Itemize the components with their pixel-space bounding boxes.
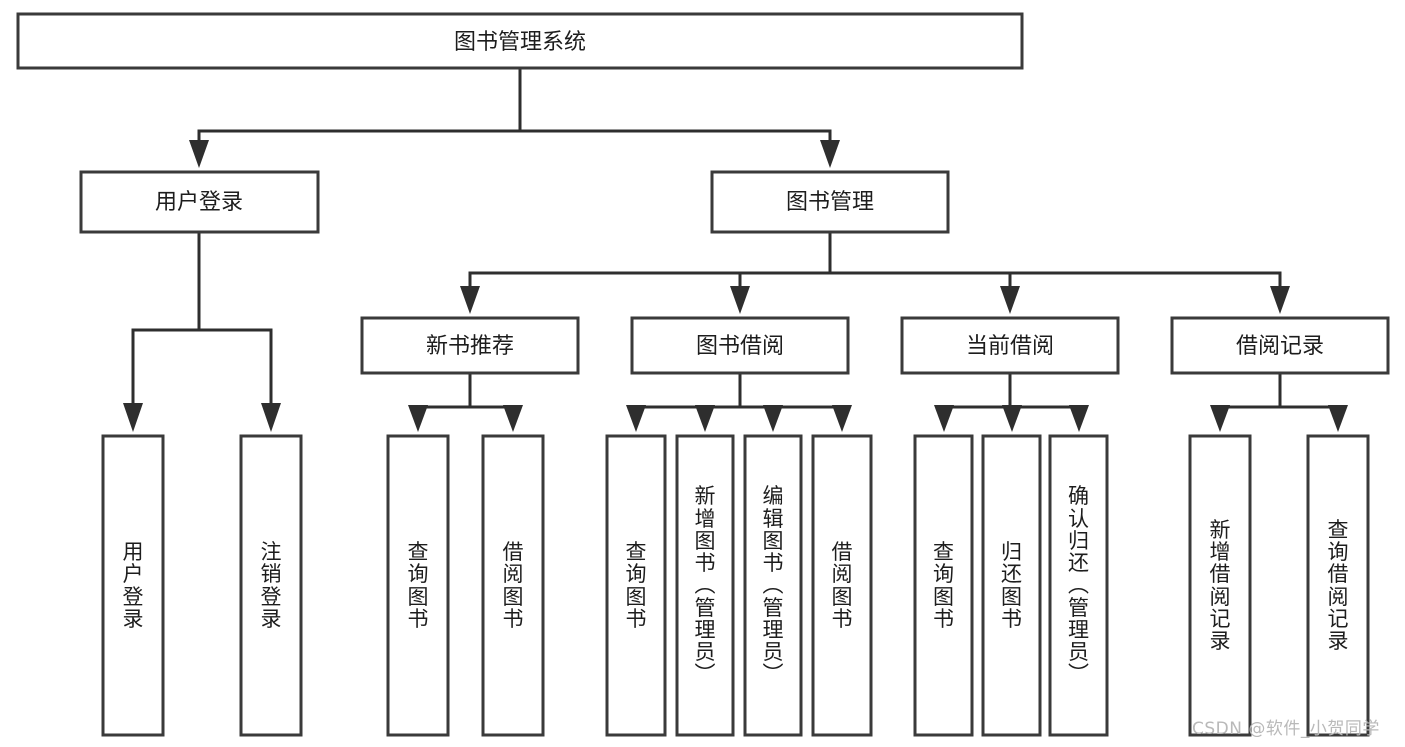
arrow-head-leaf-return-book xyxy=(1002,405,1022,432)
node-new-book-recommend-box[interactable] xyxy=(360,316,580,375)
arrow-head-book-management xyxy=(820,140,840,168)
node-user-login-box[interactable] xyxy=(79,170,320,234)
arrow-head-user-login xyxy=(189,140,209,168)
arrow-head-leaf-query-book-borrow xyxy=(626,405,646,432)
node-borrow-records[interactable]: 借阅记录 xyxy=(1170,316,1390,375)
node-leaf-query-borrow-record-box[interactable] xyxy=(1306,434,1370,737)
node-root[interactable]: 图书管理系统 xyxy=(16,12,1024,70)
arrow-head-leaf-confirm-return-admin xyxy=(1069,405,1089,432)
node-leaf-return-book-box[interactable] xyxy=(981,434,1042,737)
arrow-head-leaf-user-login xyxy=(123,403,143,432)
connector-layer xyxy=(123,66,1348,432)
node-borrow-records-label: 借阅记录 xyxy=(1236,334,1324,359)
node-layer: 图书管理系统 用户登录 图书管理 新书推荐 图书借阅 当前 xyxy=(16,12,1390,737)
node-leaf-borrow-book-rec-box[interactable] xyxy=(481,434,545,737)
node-user-login-label: 用户登录 xyxy=(155,190,243,215)
arrow-head-leaf-add-borrow-record xyxy=(1210,405,1230,432)
node-leaf-logout-box[interactable] xyxy=(239,434,303,737)
arrow-head-leaf-borrow-book xyxy=(832,405,852,432)
node-root-box[interactable] xyxy=(16,12,1024,70)
arrow-head-new-book-recommend xyxy=(460,286,480,314)
node-leaf-add-book-admin-box[interactable] xyxy=(675,434,735,737)
node-new-book-recommend-label: 新书推荐 xyxy=(426,334,514,359)
node-leaf-borrow-book-box[interactable] xyxy=(811,434,873,737)
node-leaf-confirm-return-admin-box[interactable] xyxy=(1048,434,1109,737)
node-new-book-recommend[interactable]: 新书推荐 xyxy=(360,316,580,375)
node-current-borrow-box[interactable] xyxy=(900,316,1120,375)
node-user-login[interactable]: 用户登录 xyxy=(79,170,320,234)
arrow-head-leaf-query-borrow-record xyxy=(1328,405,1348,432)
arrow-head-current-borrow xyxy=(1000,286,1020,314)
node-leaf-query-book-borrow-box[interactable] xyxy=(605,434,667,737)
arrow-head-book-borrow xyxy=(730,286,750,314)
node-leaf-edit-book-admin-box[interactable] xyxy=(743,434,803,737)
arrow-head-borrow-records xyxy=(1270,286,1290,314)
node-borrow-records-box[interactable] xyxy=(1170,316,1390,375)
node-leaf-user-login-box[interactable] xyxy=(101,434,165,737)
node-current-borrow-label: 当前借阅 xyxy=(966,334,1054,359)
node-leaf-query-book-rec-box[interactable] xyxy=(386,434,450,737)
node-book-management-label: 图书管理 xyxy=(786,190,874,215)
arrow-head-leaf-query-book-current xyxy=(934,405,954,432)
node-book-management[interactable]: 图书管理 xyxy=(710,170,950,234)
node-leaf-add-borrow-record-box[interactable] xyxy=(1188,434,1252,737)
node-book-borrow[interactable]: 图书借阅 xyxy=(630,316,850,375)
node-book-management-box[interactable] xyxy=(710,170,950,234)
node-leaf-query-book-current-box[interactable] xyxy=(913,434,974,737)
arrow-head-leaf-logout xyxy=(261,403,281,432)
node-book-borrow-box[interactable] xyxy=(630,316,850,375)
node-current-borrow[interactable]: 当前借阅 xyxy=(900,316,1120,375)
arrow-head-leaf-add-book-admin xyxy=(695,405,715,432)
arrow-head-leaf-edit-book-admin xyxy=(763,405,783,432)
arrow-head-leaf-borrow-book-rec xyxy=(503,405,523,432)
node-book-borrow-label: 图书借阅 xyxy=(696,334,784,359)
csdn-watermark: CSDN @软件_小贺同学 xyxy=(1192,719,1380,739)
arrow-head-leaf-query-book-rec xyxy=(408,405,428,432)
node-root-label: 图书管理系统 xyxy=(454,30,586,55)
